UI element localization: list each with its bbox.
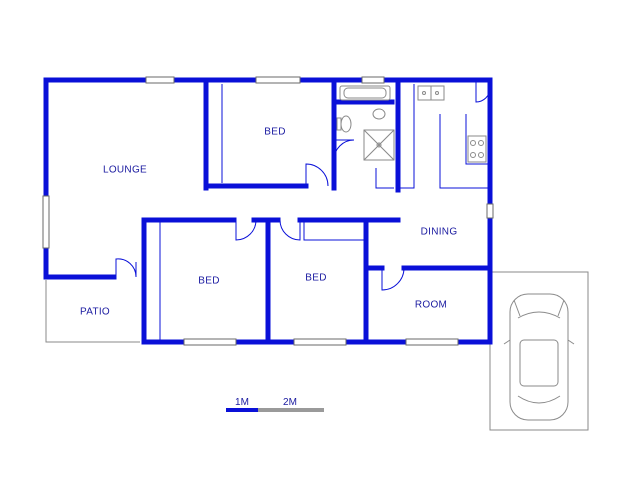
- car-icon: [503, 293, 575, 421]
- room-label-dining: DINING: [421, 227, 458, 238]
- doors: [115, 80, 491, 291]
- windows: [42, 76, 494, 346]
- kitchen-sink-icon: [417, 85, 445, 101]
- scale-label-2m: 2M: [283, 397, 297, 408]
- walls: [43, 77, 493, 345]
- room-label-patio: PATIO: [80, 307, 110, 318]
- toilet-icon: [336, 115, 352, 133]
- carport-outline: [489, 271, 589, 431]
- room-label-lounge: LOUNGE: [103, 165, 147, 176]
- patio-outline: [45, 280, 140, 343]
- room-label-room: ROOM: [415, 300, 447, 311]
- scale-bar: 1M 2M: [226, 397, 324, 412]
- basin-icon: [372, 108, 386, 120]
- interior-thin-lines: [159, 84, 490, 340]
- room-label-bed-top: BED: [264, 127, 285, 138]
- room-label-bed-middle: BED: [305, 273, 326, 284]
- room-label-bed-left: BED: [198, 276, 219, 287]
- shower-icon: [363, 129, 395, 161]
- bathtub-icon: [339, 85, 391, 101]
- stove-icon: [467, 135, 487, 163]
- scale-label-1m: 1M: [235, 397, 249, 408]
